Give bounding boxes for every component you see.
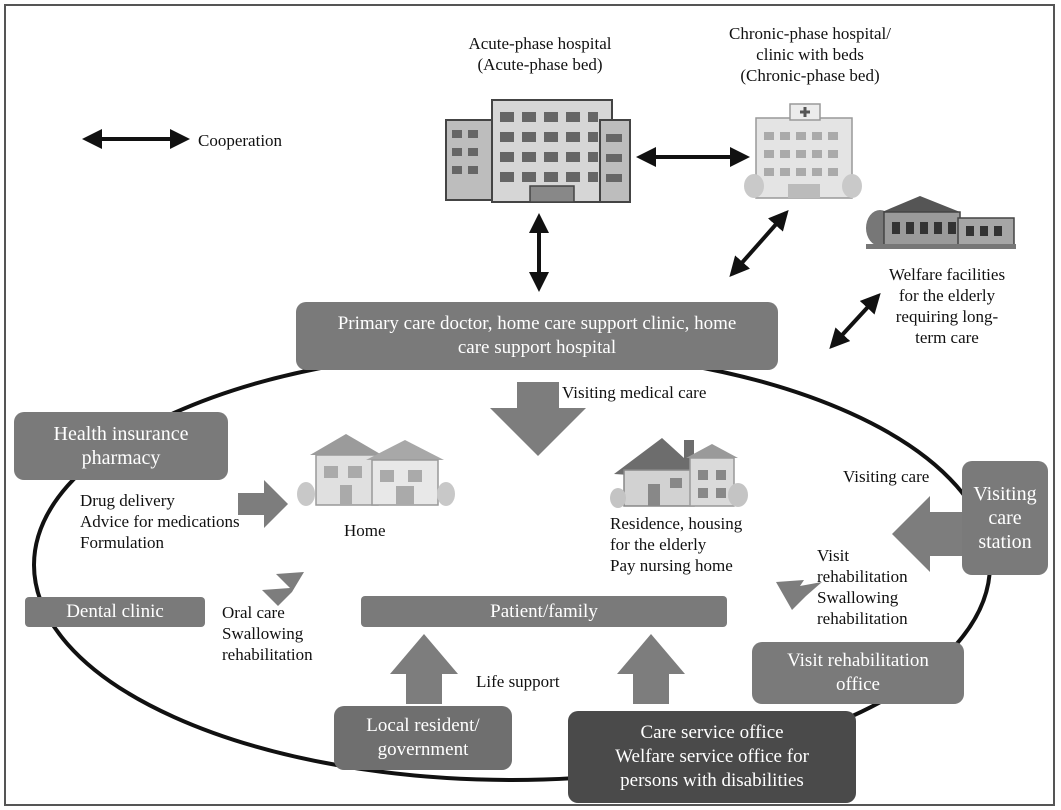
care-service-line-1: Care service office	[640, 722, 784, 743]
oral-care-label: Oral care Swallowing rehabilitation	[222, 602, 313, 665]
visit-rehab-line-2: rehabilitation	[817, 567, 908, 586]
welfare-line-4: term care	[915, 328, 979, 347]
visiting-medical-care-label: Visiting medical care	[562, 383, 707, 402]
welfare-line-1: Welfare facilities	[888, 265, 1006, 284]
life-support-right-arrow	[617, 634, 685, 704]
pharmacy-line-1: Health insurance	[53, 423, 189, 445]
welfare-primary-arrow	[829, 293, 881, 349]
residence-line-2: for the elderly	[610, 535, 707, 554]
welfare-facility-label: Welfare facilities for the elderly requi…	[872, 264, 1022, 348]
welfare-line-3: requiring long-	[895, 307, 999, 326]
welfare-line-2: for the elderly	[898, 286, 996, 305]
station-line-2: care	[988, 507, 1022, 529]
home-illustration	[297, 434, 455, 506]
visit-rehab-line-1: Visit	[817, 546, 850, 565]
visit-rehab-label: Visit rehabilitation Swallowing rehabili…	[817, 545, 908, 629]
cooperation-legend-label: Cooperation	[198, 131, 283, 150]
pharmacy-services-label: Drug delivery Advice for medications For…	[80, 490, 240, 553]
oral-care-line-2: Swallowing	[222, 624, 304, 643]
patient-family-box: Patient/family	[361, 596, 727, 627]
visiting-care-label: Visiting care	[843, 467, 930, 486]
local-resident-box: Local resident/ government	[334, 706, 512, 770]
rehab-office-line-2: office	[836, 674, 880, 695]
acute-hospital-name: Acute-phase hospital	[468, 34, 612, 53]
chronic-hospital-beds: clinic with beds	[756, 45, 864, 64]
pharmacy-box: Health insurance pharmacy	[14, 412, 228, 480]
residence-line-1: Residence, housing	[610, 514, 743, 533]
primary-care-box: Primary care doctor, home care support c…	[296, 302, 778, 370]
visit-rehab-arrow	[776, 580, 822, 610]
visiting-medical-care-arrow	[490, 382, 586, 456]
acute-hospital-illustration	[445, 99, 631, 203]
formulation: Formulation	[80, 533, 165, 552]
primary-care-line-2: care support hospital	[457, 337, 617, 358]
chronic-hospital-bed-type: (Chronic-phase bed)	[740, 66, 880, 85]
visiting-care-arrow	[892, 496, 964, 572]
dental-clinic-box: Dental clinic	[25, 597, 205, 627]
station-line-1: Visiting	[973, 483, 1037, 505]
residence-label: Residence, housing for the elderly Pay n…	[610, 513, 742, 576]
chronic-primary-arrow	[729, 210, 789, 277]
chronic-hospital-illustration	[744, 103, 862, 199]
primary-care-line-1: Primary care doctor, home care support c…	[337, 313, 737, 334]
advice-for-medications: Advice for medications	[80, 512, 240, 531]
life-support-label: Life support	[476, 672, 560, 691]
local-resident-line-1: Local resident/	[366, 715, 480, 736]
rehab-office-line-1: Visit rehabilitation	[787, 650, 929, 671]
chronic-hospital-name: Chronic-phase hospital/	[729, 24, 891, 43]
drug-delivery-arrow	[238, 480, 288, 528]
diagram-frame	[4, 4, 1055, 806]
station-line-3: station	[978, 531, 1032, 553]
residence-illustration	[610, 438, 748, 508]
drug-delivery: Drug delivery	[80, 491, 175, 510]
care-service-line-2: Welfare service office for	[615, 746, 809, 767]
acute-hospital-label: Acute-phase hospital (Acute-phase bed)	[440, 33, 640, 75]
life-support-left-arrow	[390, 634, 458, 704]
visit-rehab-line-4: rehabilitation	[817, 609, 908, 628]
residence-line-3: Pay nursing home	[610, 556, 733, 575]
visit-rehab-line-3: Swallowing	[817, 588, 899, 607]
home-label: Home	[344, 521, 386, 540]
oral-care-arrow	[262, 572, 304, 606]
care-service-office-box: Care service office Welfare service offi…	[568, 711, 856, 803]
visit-rehab-office-box: Visit rehabilitation office	[752, 642, 964, 704]
care-service-line-3: persons with disabilities	[620, 770, 804, 791]
oral-care-line-1: Oral care	[222, 603, 285, 622]
chronic-hospital-label: Chronic-phase hospital/ clinic with beds…	[700, 23, 920, 86]
acute-hospital-bed: (Acute-phase bed)	[477, 55, 603, 74]
local-resident-line-2: government	[377, 739, 469, 760]
oral-care-line-3: rehabilitation	[222, 645, 313, 664]
pharmacy-line-2: pharmacy	[81, 447, 161, 469]
visiting-care-station-box: Visiting care station	[962, 461, 1048, 575]
welfare-facility-illustration	[866, 196, 1016, 249]
